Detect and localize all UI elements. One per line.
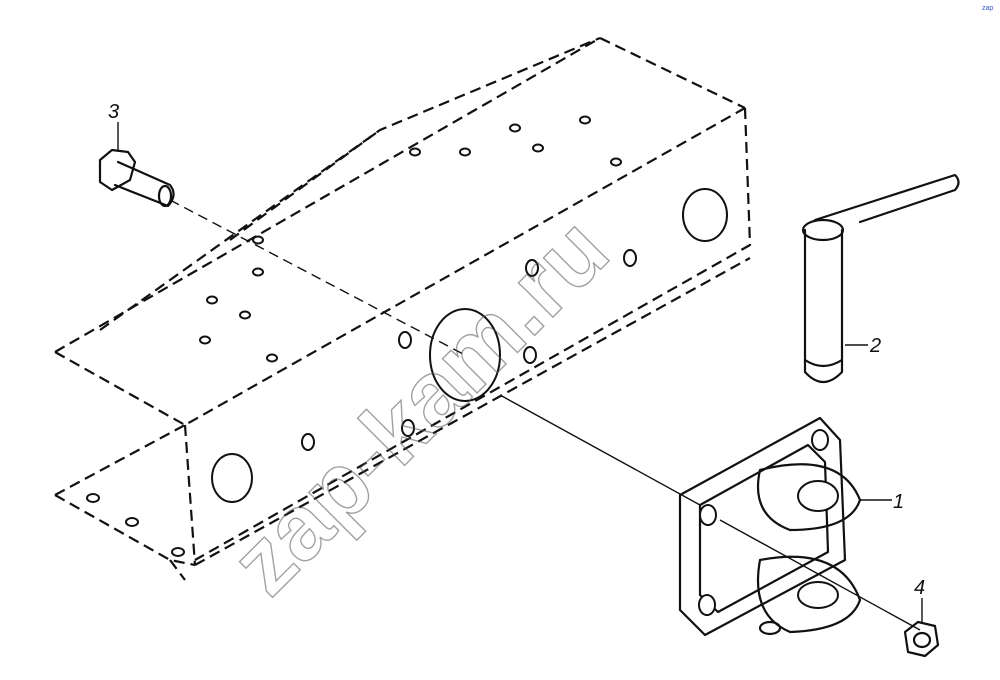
frame-bracket (54, 36, 752, 581)
hole (409, 147, 421, 157)
hole (252, 267, 264, 277)
hole (623, 249, 637, 267)
hole (532, 143, 544, 153)
hole (171, 547, 185, 557)
nut (903, 620, 940, 658)
tow-hook (499, 394, 921, 637)
mount-hole (698, 594, 716, 616)
hole (579, 115, 591, 125)
hole (509, 123, 521, 133)
callout-3: 3 (108, 101, 119, 123)
hole (301, 433, 315, 451)
large-hole (429, 308, 501, 402)
pin-hole (797, 480, 839, 512)
large-hole (682, 188, 728, 242)
mount-hole (811, 429, 829, 451)
pin-hole (797, 581, 839, 609)
hole (523, 346, 537, 364)
callout-4: 4 (914, 577, 925, 599)
hole (401, 419, 415, 437)
mount-hole (699, 504, 717, 526)
callout-2: 2 (869, 335, 881, 357)
hole (206, 295, 218, 305)
bolt (98, 148, 466, 356)
hole (86, 493, 100, 503)
hole (398, 331, 412, 349)
hole (239, 310, 251, 320)
hole (266, 353, 278, 363)
corner-mark: zap (982, 5, 993, 12)
hole (525, 259, 539, 277)
pin (801, 173, 960, 384)
callout-1: 1 (893, 491, 904, 513)
hole (252, 235, 264, 245)
hole (199, 335, 211, 345)
watermark: zap-kam.ru (212, 199, 628, 615)
hole (125, 517, 139, 527)
hole (610, 157, 622, 167)
large-hole (211, 453, 253, 503)
hole (459, 147, 471, 157)
